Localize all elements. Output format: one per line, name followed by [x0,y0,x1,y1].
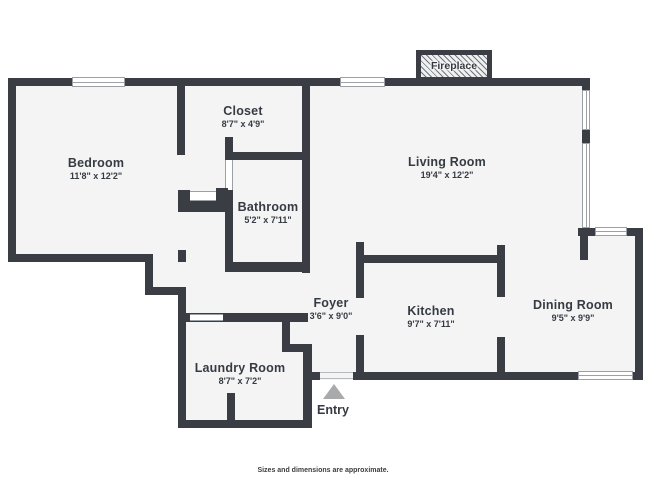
wall [178,313,308,322]
wall [177,78,185,155]
wall [227,262,308,272]
laundry-door [190,314,223,321]
room-label-closet: Closet 8'7" x 4'9" [221,104,265,130]
dining-south-window [578,371,633,380]
fireplace-hatch: Fireplace [421,55,487,77]
fireplace-label: Fireplace [430,60,478,72]
room-label-bedroom: Bedroom 11'8" x 12'2" [67,156,125,182]
wall [8,254,153,262]
wall [178,200,228,212]
entry-threshold [320,378,353,379]
living-east-window-2 [582,143,590,228]
hallway-door [190,191,216,201]
wall [497,337,505,380]
entry-label: Entry [317,403,349,417]
wall [360,255,502,263]
wall [145,254,153,295]
wall [282,344,312,352]
footnote: Sizes and dimensions are approximate. [257,467,389,474]
room-label-foyer: Foyer 3'6" x 9'0" [309,296,353,322]
wall [178,420,312,428]
wall [302,78,310,273]
living-top-window [340,77,385,87]
room-label-bathroom: Bathroom 5'2" x 7'11" [237,200,299,226]
wall [225,137,233,160]
wall [356,242,364,298]
wall [8,78,16,262]
wall [178,250,186,262]
wall [178,287,186,428]
wall [303,344,312,428]
wall [356,335,364,380]
wall [8,78,590,86]
wall [582,130,590,143]
wall [225,152,310,160]
dining-north-window [595,227,627,236]
wall [635,228,643,380]
wall [582,78,590,90]
floor-dining [580,228,643,380]
room-label-kitchen: Kitchen 9'7" x 7'11" [407,304,455,330]
floor-bedroom-area [8,78,186,262]
wall [282,313,290,352]
wall [497,245,505,297]
entry-arrow-icon [323,384,345,399]
bathroom-door [225,160,233,190]
floor-living-kitchen [302,78,590,380]
entry-threshold [320,372,353,373]
room-label-laundry-room: Laundry Room 8'7" x 7'2" [194,361,286,387]
wall [580,228,588,260]
wall [225,190,233,272]
room-label-dining-room: Dining Room 9'5" x 9'9" [533,298,613,324]
wall [227,393,235,420]
living-east-window-1 [582,90,590,130]
wall [145,287,186,295]
wall [303,372,320,380]
room-label-living-room: Living Room 19'4" x 12'2" [408,155,486,181]
bedroom-window [72,77,125,87]
fireplace: Fireplace [416,50,492,82]
wall [353,372,578,380]
